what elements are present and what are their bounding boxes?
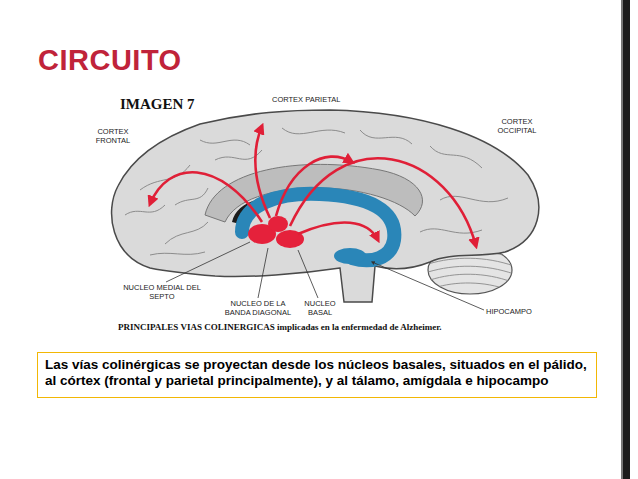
region-label: CORTEX PARIETAL bbox=[272, 96, 340, 105]
folium bbox=[434, 283, 508, 290]
nucleus-label: NUCLEO MEDIAL DEL SEPTO bbox=[122, 284, 202, 301]
pathway-arrow bbox=[298, 223, 378, 240]
region-label: CORTEX OCCIPITAL bbox=[492, 118, 542, 135]
brain-outline bbox=[112, 110, 539, 302]
folium bbox=[430, 274, 512, 282]
pathway-arrow bbox=[255, 126, 270, 218]
sulcus bbox=[360, 130, 412, 144]
hippocampus-shape bbox=[334, 248, 366, 264]
leader-line bbox=[258, 248, 268, 298]
leader-line bbox=[372, 262, 484, 310]
folium bbox=[428, 258, 514, 266]
sulcus bbox=[150, 252, 205, 255]
pathway-arrow bbox=[150, 172, 262, 222]
figure-caption: PRINCIPALES VIAS COLINERGICAS implicadas… bbox=[118, 322, 442, 332]
sulcus bbox=[125, 205, 165, 215]
sulcus bbox=[140, 165, 190, 190]
nucleus-label: NUCLEO DE LA BANDA DIAGONAL bbox=[220, 300, 296, 317]
cholinergic-pathways bbox=[150, 126, 476, 246]
sulcus bbox=[430, 146, 482, 168]
leader-line bbox=[166, 242, 250, 282]
pathway-arrow bbox=[276, 157, 352, 216]
region-label: CORTEX FRONTAL bbox=[92, 128, 134, 145]
sulcus bbox=[165, 222, 208, 244]
leader-line bbox=[298, 250, 318, 298]
box-text: Las vías colinérgicas se proyectan desde… bbox=[45, 357, 589, 390]
sulcus bbox=[200, 140, 250, 145]
nucleus-label: NUCLEO BASAL bbox=[300, 300, 340, 317]
sulcus bbox=[282, 128, 345, 134]
slide-title: CIRCUITO bbox=[38, 44, 182, 77]
pathway-arrow bbox=[290, 158, 476, 246]
diagonal-band-nucleus bbox=[268, 216, 288, 232]
text-box: Las vías colinérgicas se proyectan desde… bbox=[37, 352, 597, 398]
side-bar bbox=[623, 0, 630, 479]
folium bbox=[428, 266, 514, 274]
figure-number: IMAGEN 7 bbox=[120, 96, 195, 113]
sulcus bbox=[175, 188, 208, 205]
side-bar-edge bbox=[621, 0, 623, 479]
region-label: HIPOCAMPO bbox=[486, 308, 532, 317]
